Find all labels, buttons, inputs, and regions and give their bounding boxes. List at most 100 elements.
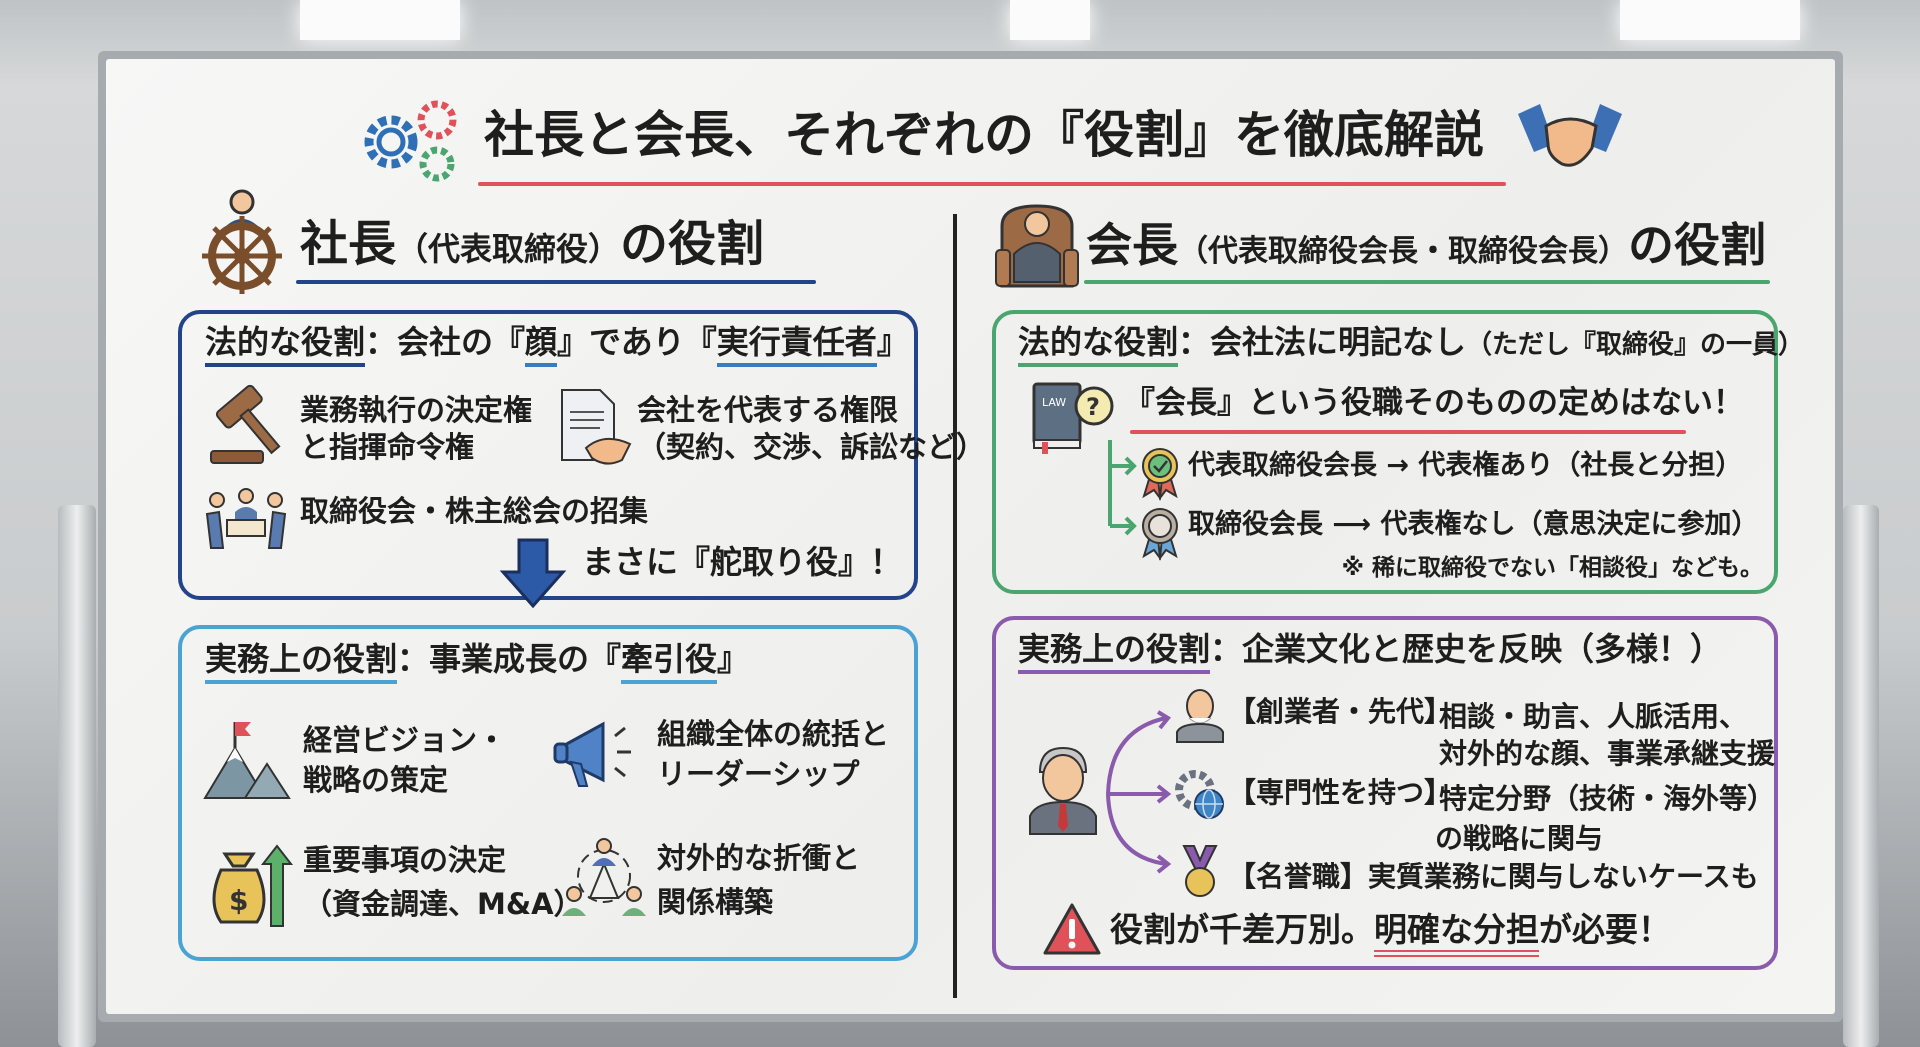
item-line: 重要事項の決定 [303, 843, 507, 877]
list-item: 取締役会・株主総会の招集 [300, 494, 649, 528]
header-label: 実務上の役割 [205, 643, 398, 684]
header-emphasis: 顔 [525, 326, 558, 367]
heading-main: 会長 [1086, 218, 1178, 272]
whiteboard-stand-right [1843, 505, 1879, 1047]
header-text: 』 [876, 323, 909, 361]
handshake-icon [1518, 104, 1622, 167]
chairman-practical-header: 実務上の役割：企業文化と歴史を反映（多様！） [1018, 633, 1722, 674]
no-legal-definition-statement: 『会長』という役職そのものの定めはない！ [1124, 385, 1744, 421]
warning-text: 役割が千差万別。明確な分担が必要！ [1110, 913, 1671, 957]
item-line: 関係構築 [657, 885, 774, 919]
helmsman-conclusion: まさに『舵取り役』！ [582, 543, 903, 581]
list-item: 組織全体の統括とリーダーシップ [657, 714, 889, 794]
chairman-heading-underline [1084, 280, 1770, 284]
svg-text:$: $ [229, 884, 248, 917]
header-label: 法的な役割 [205, 326, 366, 367]
chairman-avatar-icon [1029, 746, 1097, 835]
contract-handshake-icon [561, 389, 632, 465]
header-note: （ただし『取締役』の一員） [1466, 330, 1805, 360]
role-tag: 【専門性を持つ】 [1228, 776, 1453, 809]
header-label: 実務上の役割 [1018, 633, 1211, 674]
list-item: 対外的な折衝と関係構築 [657, 836, 860, 924]
advisor-note: ※ 稀に取締役でない「相談役」なども。 [1341, 555, 1763, 581]
heading-main: 社長 [300, 216, 397, 272]
chairman-legal-header: 法的な役割：会社法に明記なし（ただし『取締役』の一員） [1018, 326, 1804, 367]
ceiling-light [1620, 0, 1800, 40]
item-line: （契約、交渉、訴訟など） [637, 430, 986, 464]
header-text: ：事業成長の『 [397, 640, 622, 678]
role-tag: 【創業者・先代】 [1228, 695, 1453, 728]
heading-paren: （代表取締役） [396, 230, 621, 268]
role-description: 特定分野（技術・海外等）の戦略に関与 [1435, 779, 1776, 859]
header-emphasis: 実行責任者 [716, 326, 877, 367]
warning-part: が必要！ [1539, 910, 1671, 949]
gears-icon [364, 100, 457, 182]
role-line: 相談・助言、人脈活用、 [1439, 700, 1748, 733]
item-line: 対外的な折衝と [657, 841, 861, 875]
whiteboard-stand-left [58, 505, 96, 1047]
branch-director-chairman: 取締役会長 ⟶ 代表権なし（意思決定に参加） [1188, 509, 1759, 540]
item-line: 業務執行の決定権 [300, 393, 533, 427]
svg-text:?: ? [1086, 393, 1100, 421]
chairman-in-armchair-icon [995, 204, 1079, 288]
whiteboard-surface [106, 59, 1835, 1014]
law-book-question-icon: LAW ? [1032, 382, 1114, 454]
header-text: 』 [717, 640, 750, 678]
mountain-flag-icon [203, 722, 291, 799]
header-label: 法的な役割 [1018, 326, 1179, 367]
warning-emphasis: 明確な分担 [1374, 913, 1539, 957]
award-ribbon-check-icon [1142, 448, 1178, 501]
item-line: と指揮命令権 [300, 430, 475, 464]
statement-underline [1130, 430, 1686, 434]
warning-part: 役割が千差万別。 [1110, 910, 1374, 949]
award-ribbon-icon [1142, 508, 1178, 561]
list-item: 会社を代表する権限（契約、交渉、訴訟など） [637, 392, 985, 466]
medal-icon [1182, 845, 1218, 897]
branch-representative-chairman: 代表取締役会長 → 代表権あり（社長と分担） [1188, 450, 1743, 481]
title-underline [478, 182, 1506, 186]
column-divider [953, 214, 957, 998]
chairman-practical-role-box [992, 616, 1778, 970]
president-heading-underline [296, 280, 816, 284]
gear-globe-icon [1175, 770, 1224, 819]
item-line: 会社を代表する権限 [637, 393, 899, 427]
header-text: ：企業文化と歴史を反映（多様！） [1210, 630, 1723, 668]
ceiling-light [1010, 0, 1090, 40]
list-item: 経営ビジョン・戦略の策定 [303, 720, 506, 800]
president-legal-role-box [178, 310, 918, 600]
item-line: 経営ビジョン・ [303, 723, 507, 757]
item-line: リーダーシップ [657, 757, 860, 791]
warning-icon [1043, 903, 1101, 955]
role-line: 対外的な顔、事業承継支援 [1439, 737, 1776, 770]
money-bag-growth-icon: $ [212, 844, 294, 927]
heading-suffix: の役割 [1628, 218, 1766, 272]
president-practical-header: 実務上の役割：事業成長の『牽引役』 [205, 643, 749, 684]
list-item: 業務執行の決定権と指揮命令権 [300, 392, 532, 466]
board-meeting-icon [205, 488, 287, 549]
branch-connector [1108, 440, 1137, 536]
gavel-icon [210, 384, 281, 464]
president-legal-header: 法的な役割：会社の『顔』であり『実行責任者』 [205, 326, 909, 367]
role-description: 相談・助言、人脈活用、対外的な顔、事業承継支援 [1439, 698, 1775, 772]
item-line: （資金調達、M&A） [303, 887, 583, 921]
network-people-icon [562, 838, 646, 916]
president-practical-role-box [178, 625, 918, 961]
down-arrow-icon [499, 538, 567, 609]
elder-founder-icon [1176, 689, 1224, 743]
chairman-heading: 会長（代表取締役会長・取締役会長）の役割 [1086, 222, 1766, 268]
svg-text:LAW: LAW [1042, 396, 1066, 409]
item-line: 組織全体の統括と [657, 717, 890, 751]
role-line: 特定分野（技術・海外等） [1439, 782, 1776, 815]
ship-wheel-leader-icon [202, 189, 282, 294]
role-branch-arrows [1106, 710, 1172, 874]
header-text: 』であり『 [557, 323, 717, 361]
whiteboard [98, 51, 1843, 1022]
header-text: ：会社法に明記なし [1178, 323, 1467, 361]
megaphone-icon [553, 721, 631, 787]
header-emphasis: 牽引役 [621, 643, 718, 684]
chairman-legal-role-box [992, 310, 1778, 594]
role-tag: 【名誉職】 [1228, 860, 1369, 893]
heading-paren: （代表取締役会長・取締役会長） [1178, 234, 1628, 269]
president-heading: 社長（代表取締役）の役割 [300, 220, 764, 268]
header-text: ：会社の『 [365, 323, 526, 361]
